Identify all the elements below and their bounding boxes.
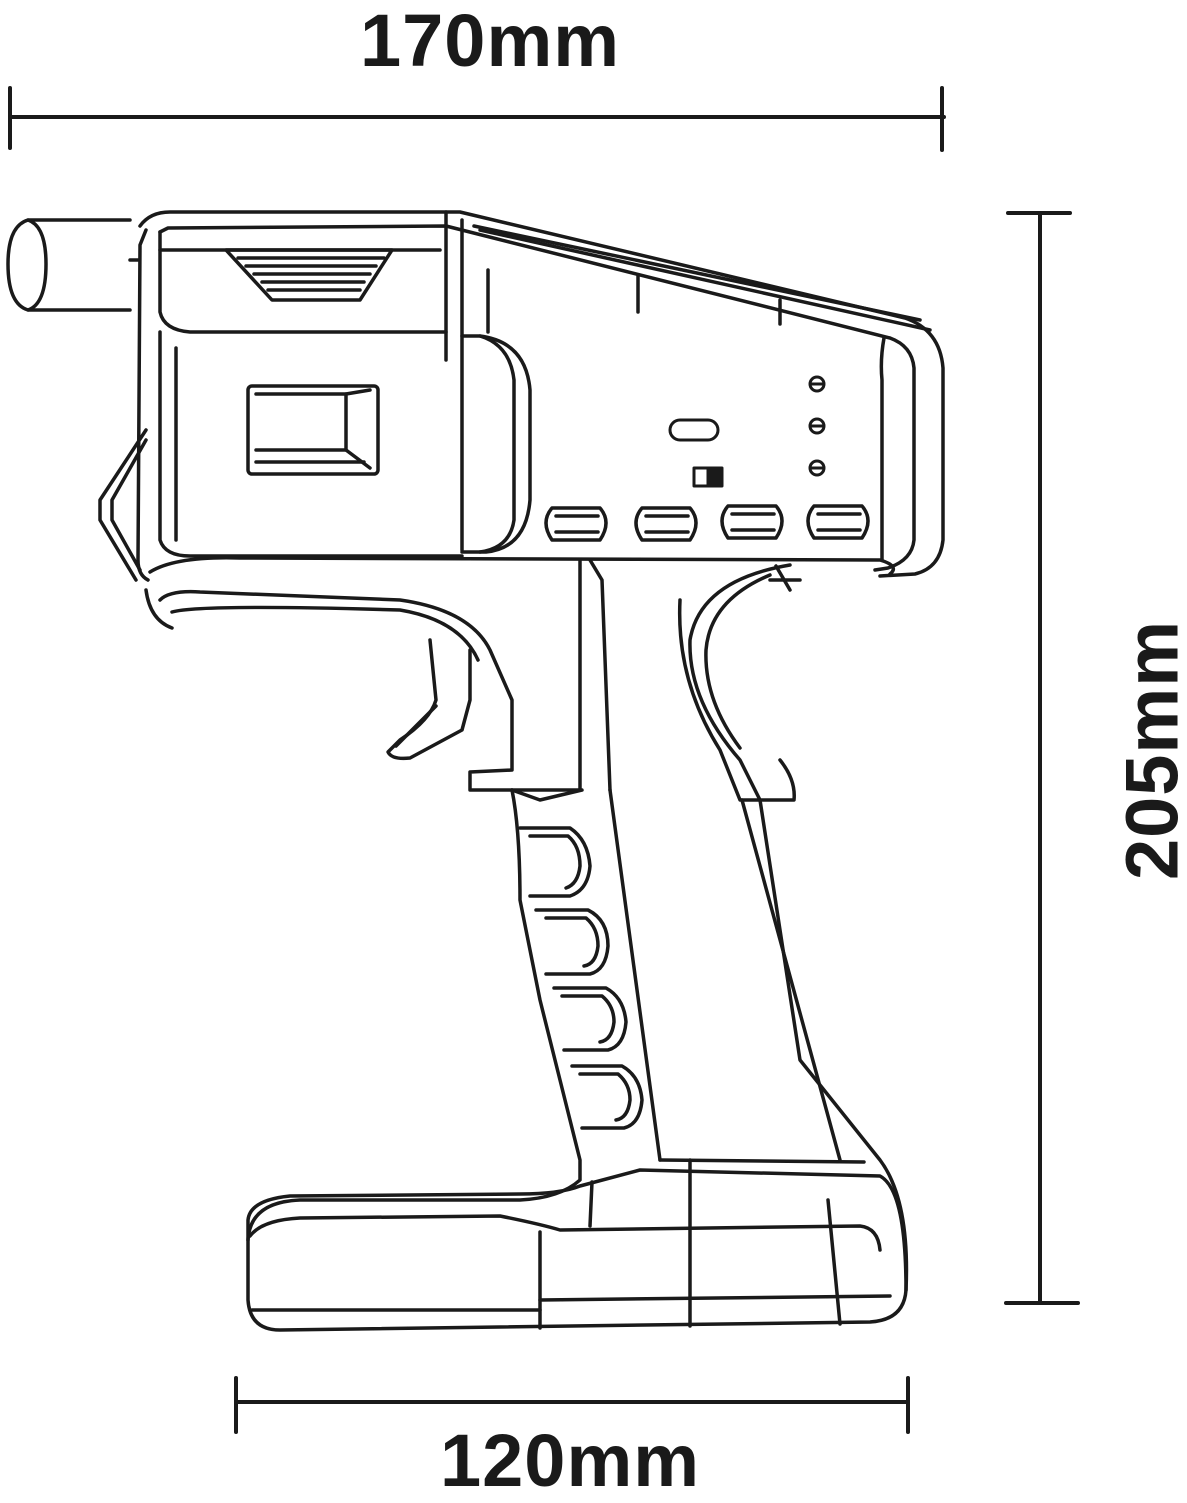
control-button-1 [546,508,606,540]
control-button-2 [636,508,696,540]
width-dimension-line [10,88,944,150]
height-dimension-line [1006,213,1078,1303]
display-window-small [670,420,718,440]
indicator-lights [670,377,824,486]
control-button-4 [808,506,868,538]
base-stand [248,1160,906,1330]
control-button-3 [722,506,782,538]
handle [160,560,906,1290]
control-buttons [546,506,868,540]
nozzle [8,220,138,310]
base-dimension-line [236,1378,908,1432]
